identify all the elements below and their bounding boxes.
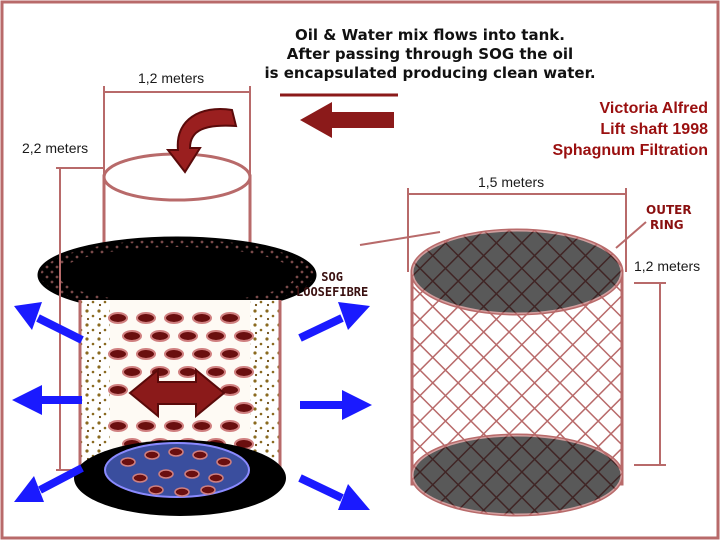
oil-pellet — [234, 402, 254, 414]
oil-pellet — [220, 348, 240, 360]
oil-pellet — [168, 447, 184, 457]
outflow-arrow-left-bottom — [14, 464, 84, 502]
sog-leader-line — [359, 231, 441, 246]
outer-height-label: 1,2 meters — [634, 258, 701, 274]
oil-pellet — [136, 420, 156, 432]
title-line-2: Lift shaft 1998 — [600, 121, 708, 138]
oil-pellet — [192, 348, 212, 360]
inner-diameter-dim — [103, 86, 251, 176]
oil-pellet — [174, 487, 190, 497]
caption-line-2: After passing through SOG the oil — [286, 45, 574, 63]
oil-pellet — [148, 485, 164, 495]
inner-cylinder — [37, 152, 317, 516]
oil-pellet — [206, 330, 226, 342]
oil-pellet — [216, 457, 232, 467]
outer-diameter-dim — [407, 188, 627, 272]
outer-diameter-label: 1,5 meters — [478, 174, 545, 190]
oil-pellet — [192, 312, 212, 324]
oil-pellet — [158, 469, 174, 479]
oil-pellet — [220, 420, 240, 432]
outer-ring-leader-line — [615, 221, 647, 249]
oil-pellet — [136, 312, 156, 324]
sog-label: SOG LOOSEFIBRE — [296, 270, 369, 299]
title-line-3: Sphagnum Filtration — [552, 142, 708, 159]
oil-pellet — [108, 312, 128, 324]
clean-water-pool — [104, 442, 250, 498]
flow-direction-arrow — [280, 93, 398, 138]
inner-height-label: 2,2 meters — [22, 140, 89, 156]
outflow-arrow-left-top — [14, 302, 84, 344]
oil-pellet — [200, 485, 216, 495]
oil-pellet — [208, 473, 224, 483]
oil-pellet — [178, 366, 198, 378]
oil-pellet — [120, 457, 136, 467]
oil-pellet — [108, 420, 128, 432]
oil-pellet — [220, 312, 240, 324]
oil-pellet — [234, 330, 254, 342]
oil-pellet — [122, 330, 142, 342]
oil-pellet — [144, 450, 160, 460]
caption-line-3: is encapsulated producing clean water. — [264, 64, 596, 82]
title-line-1: Victoria Alfred — [599, 100, 708, 117]
oil-pellet — [150, 330, 170, 342]
inner-diameter-label: 1,2 meters — [138, 70, 205, 86]
caption-line-1: Oil & Water mix flows into tank. — [295, 26, 565, 44]
oil-pellet — [178, 330, 198, 342]
oil-pellet — [206, 366, 226, 378]
outflow-arrows — [12, 302, 372, 510]
oil-pellet — [108, 348, 128, 360]
oil-pellet — [164, 312, 184, 324]
oil-pellet — [132, 473, 148, 483]
outer-height-dim — [634, 282, 666, 466]
outflow-arrow-right-top — [298, 302, 370, 342]
oil-pellet — [108, 384, 128, 396]
oil-pellet — [164, 420, 184, 432]
oil-pellet — [164, 348, 184, 360]
oil-pellet — [184, 469, 200, 479]
project-title: Victoria Alfred Lift shaft 1998 Sphagnum… — [552, 98, 708, 161]
outflow-arrow-right-bottom — [298, 474, 370, 510]
double-arrow-icon — [128, 367, 226, 419]
outflow-arrow-right-mid — [300, 390, 372, 420]
outflow-arrow-left-mid — [12, 385, 82, 415]
oil-pellet — [192, 420, 212, 432]
oil-pellet — [192, 450, 208, 460]
process-caption: Oil & Water mix flows into tank. After p… — [240, 26, 620, 83]
oil-pellet — [136, 348, 156, 360]
inflow-curved-arrow — [165, 108, 238, 174]
oil-pellet — [234, 366, 254, 378]
outer-ring-cylinder — [410, 228, 624, 517]
outer-ring-label: OUTER RING — [646, 203, 692, 232]
oil-pellet — [122, 366, 142, 378]
